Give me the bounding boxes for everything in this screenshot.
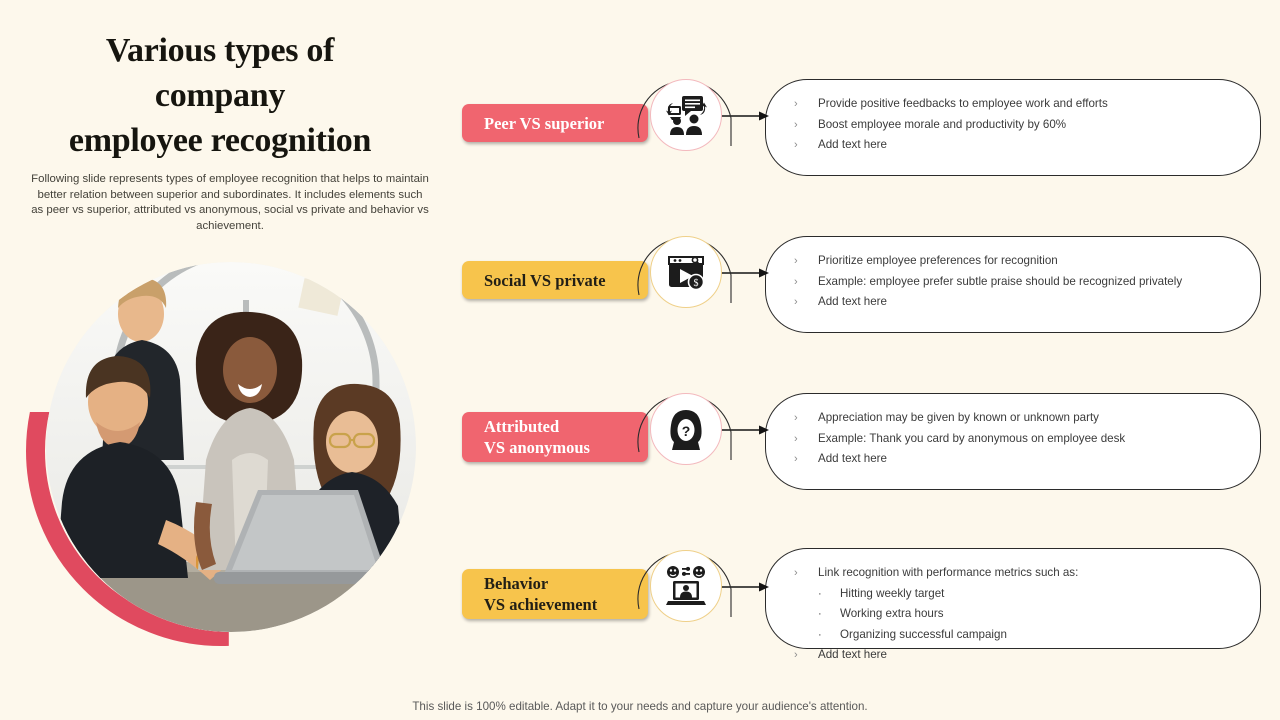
row-content-box-4: › Link recognition with performance metr… bbox=[765, 548, 1261, 661]
row-connector-arrow-3 bbox=[717, 425, 769, 435]
bullet-text: Add text here bbox=[818, 138, 887, 152]
bullet-text: Example: Thank you card by anonymous on … bbox=[818, 431, 1126, 445]
sub-bullet-text: Organizing successful campaign bbox=[840, 627, 1007, 641]
row-content-box-2: › Prioritize employee preferences for re… bbox=[765, 236, 1261, 333]
bullet-text: Boost employee morale and productivity b… bbox=[818, 117, 1067, 131]
row-label-line-1: Attributed bbox=[484, 417, 560, 436]
page-title: Various types of company employee recogn… bbox=[20, 28, 420, 163]
sub-bullet-item: · Hitting weekly target bbox=[794, 584, 1234, 605]
bullet-text: Example: employee prefer subtle praise s… bbox=[818, 274, 1183, 288]
row-label-line-2: VS anonymous bbox=[484, 438, 590, 457]
sub-bullet-item: · Organizing successful campaign bbox=[794, 625, 1234, 646]
bullet-item: › Example: Thank you card by anonymous o… bbox=[794, 429, 1234, 450]
bullet-text: Appreciation may be given by known or un… bbox=[818, 411, 1099, 424]
recognition-row-attributed-vs-anonymous: Attributed VS anonymous ? › bbox=[455, 382, 1265, 502]
row-connector-arrow-2 bbox=[717, 268, 769, 278]
recognition-rows: Peer VS superior bbox=[455, 0, 1265, 720]
page-title-line-2: company bbox=[154, 77, 286, 114]
chevron-bullet-icon: › bbox=[794, 453, 798, 466]
media-player-dollar-icon: $ bbox=[668, 256, 705, 291]
team-photo bbox=[46, 262, 416, 632]
row-connector-arrow-1 bbox=[717, 111, 769, 121]
row-label-pill-peer-vs-superior[interactable]: Peer VS superior bbox=[462, 104, 648, 142]
row-label-line-2: VS achievement bbox=[484, 595, 598, 614]
bullet-text: Add text here bbox=[818, 295, 887, 309]
bullet-item: › Add text here bbox=[794, 645, 1234, 666]
bullet-item: › Add text here bbox=[794, 292, 1234, 313]
bullet-item: › Boost employee morale and productivity… bbox=[794, 115, 1234, 136]
recognition-row-behavior-vs-achievement: Behavior VS achievement bbox=[455, 539, 1265, 661]
bullet-item: › Add text here bbox=[794, 449, 1234, 470]
row-icon-badge-wrap-1 bbox=[637, 68, 737, 188]
bullet-item: › Example: employee prefer subtle praise… bbox=[794, 272, 1234, 293]
chevron-bullet-icon: › bbox=[794, 255, 798, 267]
page-title-line-1: Various types of bbox=[105, 32, 335, 69]
meeting-presentation-icon bbox=[666, 96, 707, 135]
chevron-bullet-icon: › bbox=[794, 98, 798, 110]
recognition-row-peer-vs-superior: Peer VS superior bbox=[455, 68, 1265, 188]
slide-footer-note: This slide is 100% editable. Adapt it to… bbox=[412, 700, 868, 713]
chevron-bullet-icon: › bbox=[794, 412, 798, 424]
laptop-feedback-icon-badge[interactable] bbox=[650, 550, 722, 622]
svg-text:?: ? bbox=[682, 423, 691, 439]
row-label-line-1: Social VS private bbox=[484, 270, 606, 290]
row-icon-badge-wrap-2: $ bbox=[637, 225, 737, 345]
chevron-bullet-icon: › bbox=[794, 432, 798, 445]
bullet-item: › Provide positive feedbacks to employee… bbox=[794, 94, 1234, 115]
chevron-bullet-icon: › bbox=[794, 649, 798, 662]
row-label-pill-attributed-vs-anonymous[interactable]: Attributed VS anonymous bbox=[462, 412, 648, 462]
row-label-pill-social-vs-private[interactable]: Social VS private bbox=[462, 261, 648, 299]
chevron-bullet-icon: › bbox=[794, 275, 798, 288]
row-label-line-1: Behavior bbox=[484, 574, 549, 593]
chevron-bullet-icon: › bbox=[794, 296, 798, 309]
page-title-line-3: employee recognition bbox=[68, 122, 372, 159]
sub-bullet-text: Hitting weekly target bbox=[840, 586, 945, 600]
dot-bullet-icon: · bbox=[818, 628, 822, 641]
chevron-bullet-icon: › bbox=[794, 118, 798, 131]
row-icon-badge-wrap-4 bbox=[637, 539, 737, 659]
svg-text:$: $ bbox=[694, 278, 699, 289]
dot-bullet-icon: · bbox=[818, 608, 822, 621]
chevron-bullet-icon: › bbox=[794, 139, 798, 152]
dot-bullet-icon: · bbox=[818, 587, 822, 600]
bullet-text: Add text here bbox=[818, 648, 887, 662]
bullet-item: › Appreciation may be given by known or … bbox=[794, 408, 1234, 429]
laptop-feedback-icon bbox=[666, 566, 706, 605]
row-icon-badge-wrap-3: ? bbox=[637, 382, 737, 502]
row-label-line-1: Peer VS superior bbox=[484, 113, 605, 133]
bullet-item: › Add text here bbox=[794, 135, 1234, 156]
bullet-item: › Prioritize employee preferences for re… bbox=[794, 251, 1234, 272]
bullet-text: Link recognition with performance metric… bbox=[818, 566, 1079, 579]
bullet-text: Prioritize employee preferences for reco… bbox=[818, 254, 1058, 267]
recognition-row-social-vs-private: Social VS private $ bbox=[455, 225, 1265, 345]
left-column: Various types of company employee recogn… bbox=[0, 0, 440, 720]
anonymous-hooded-person-icon: ? bbox=[670, 410, 702, 450]
bullet-item: › Link recognition with performance metr… bbox=[794, 563, 1234, 584]
media-player-dollar-icon-badge[interactable]: $ bbox=[650, 236, 722, 308]
row-content-box-1: › Provide positive feedbacks to employee… bbox=[765, 79, 1261, 176]
team-photo-illustration bbox=[46, 262, 416, 632]
bullet-text: Add text here bbox=[818, 452, 887, 466]
sub-bullet-text: Working extra hours bbox=[840, 607, 944, 621]
team-photo-composition bbox=[26, 262, 416, 646]
sub-bullet-item: · Working extra hours bbox=[794, 604, 1234, 625]
row-connector-arrow-4 bbox=[717, 582, 769, 592]
anonymous-hooded-person-icon-badge[interactable]: ? bbox=[650, 393, 722, 465]
bullet-text: Provide positive feedbacks to employee w… bbox=[818, 97, 1108, 110]
meeting-presentation-icon-badge[interactable] bbox=[650, 79, 722, 151]
row-content-box-3: › Appreciation may be given by known or … bbox=[765, 393, 1261, 490]
page-description: Following slide represents types of empl… bbox=[31, 173, 429, 232]
row-label-pill-behavior-vs-achievement[interactable]: Behavior VS achievement bbox=[462, 569, 648, 619]
chevron-bullet-icon: › bbox=[794, 567, 798, 579]
